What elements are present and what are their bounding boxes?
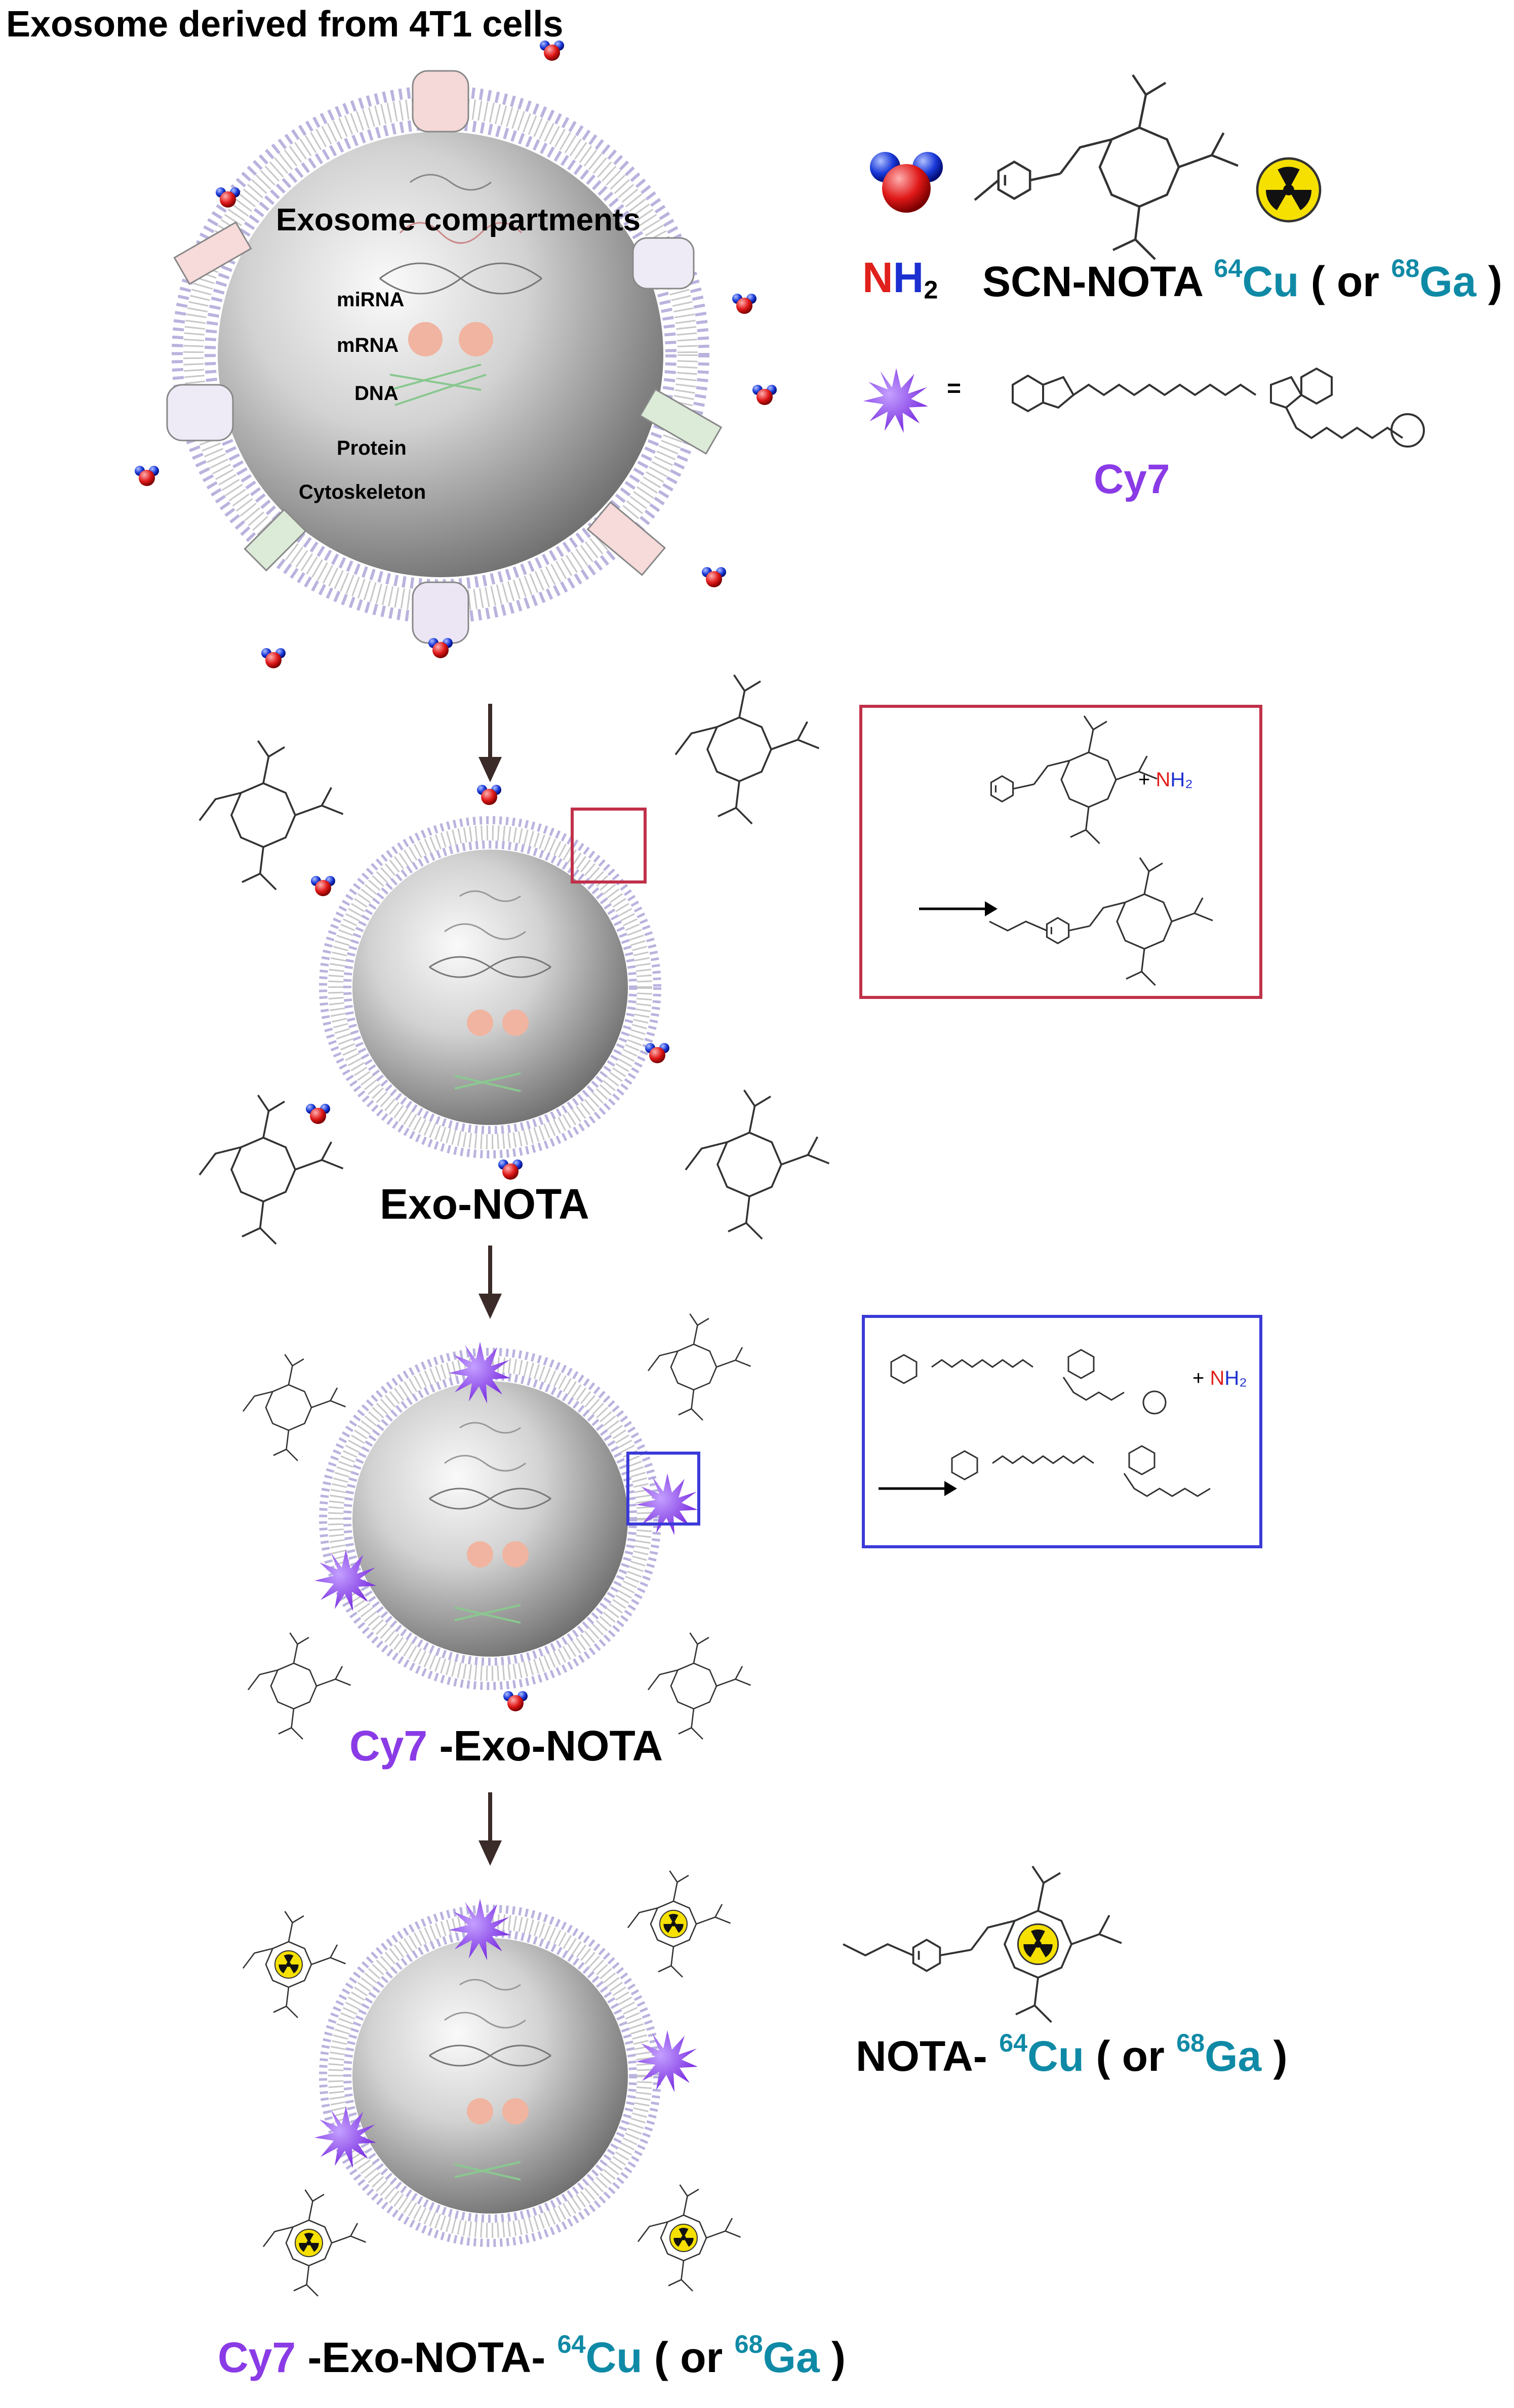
nota-radiolabel-label: NOTA- 64Cu ( or 68Ga ): [856, 2028, 1288, 2080]
nota-chelator-bottom-right: [685, 1089, 830, 1240]
chelator-isotope-label: SCN-NOTA 64Cu ( or 68Ga ): [982, 254, 1502, 305]
exosome-cy7-nota: [314, 1342, 698, 1711]
radiolabeled-nota-top-left: [242, 1910, 346, 2019]
nota-radiolabel-structure: [843, 1865, 1123, 2023]
cy7-structure-icon: [1012, 367, 1425, 448]
dye-label: Cy7: [1094, 456, 1170, 502]
cy7-reaction-plus: + NH₂: [1192, 1367, 1247, 1389]
nota-chelator-3-top-right: [647, 1313, 751, 1421]
process-arrow-2: [479, 1246, 502, 1319]
nota-reaction-box: [859, 705, 1262, 999]
compartment-dna: DNA: [354, 382, 399, 405]
nota-chelator-3-bottom-right: [647, 1632, 751, 1740]
nota-chelator-top-left: [198, 740, 344, 891]
exosome-final: [314, 1899, 698, 2247]
nota-highlight-box: [571, 808, 647, 884]
cy7-starburst-icon: [863, 368, 928, 433]
stage-label-cy7-exo-nota: Cy7 -Exo-NOTA: [349, 1722, 663, 1770]
nota-chelator-top-right: [674, 674, 820, 825]
stage-label-final: Cy7 -Exo-NOTA- 64Cu ( or 68Ga ): [218, 2330, 846, 2381]
amine-label: NH2: [862, 254, 938, 304]
radiation-icon: [1257, 158, 1320, 221]
amine-ball-icon: [870, 152, 943, 213]
process-arrow-1: [479, 704, 502, 782]
scn-nota-structure-icon: [974, 75, 1238, 259]
nota-chelator-3-top-left: [242, 1353, 346, 1462]
process-arrow-3: [479, 1792, 502, 1866]
nota-reaction-plus: + NH₂: [1138, 769, 1193, 791]
compartment-protein: Protein: [337, 437, 407, 459]
nota-reaction-product: [989, 857, 1214, 986]
title: Exosome derived from 4T1 cells: [6, 4, 563, 45]
cy7-reaction-box: [862, 1315, 1262, 1548]
dye-equals-sign: =: [947, 375, 962, 402]
compartment-mirna: miRNA: [337, 289, 404, 311]
cy7-highlight-box: [626, 1452, 700, 1526]
nota-reaction-arrow: [919, 901, 998, 916]
nota-reaction-reactant: [990, 715, 1158, 845]
radiolabeled-nota-top-right: [627, 1870, 731, 1978]
compartments-heading: Exosome compartments: [276, 203, 641, 237]
nota-chelator-3-bottom-left: [247, 1632, 351, 1740]
compartment-cytoskeleton: Cytoskeleton: [299, 481, 426, 503]
stage-label-exo-nota: Exo-NOTA: [380, 1180, 589, 1228]
exosome-nota: [306, 785, 669, 1180]
radiolabeled-nota-bottom-left: [262, 2189, 367, 2297]
cy7-reaction-arrow: [879, 1481, 957, 1496]
cy7-reaction-reactant: [890, 1349, 1167, 1415]
cy7-reaction-product: [951, 1445, 1211, 1497]
exosome-native: [135, 41, 777, 668]
compartment-mrna: mRNA: [337, 334, 399, 356]
radiolabeled-nota-bottom-right: [637, 2184, 741, 2292]
